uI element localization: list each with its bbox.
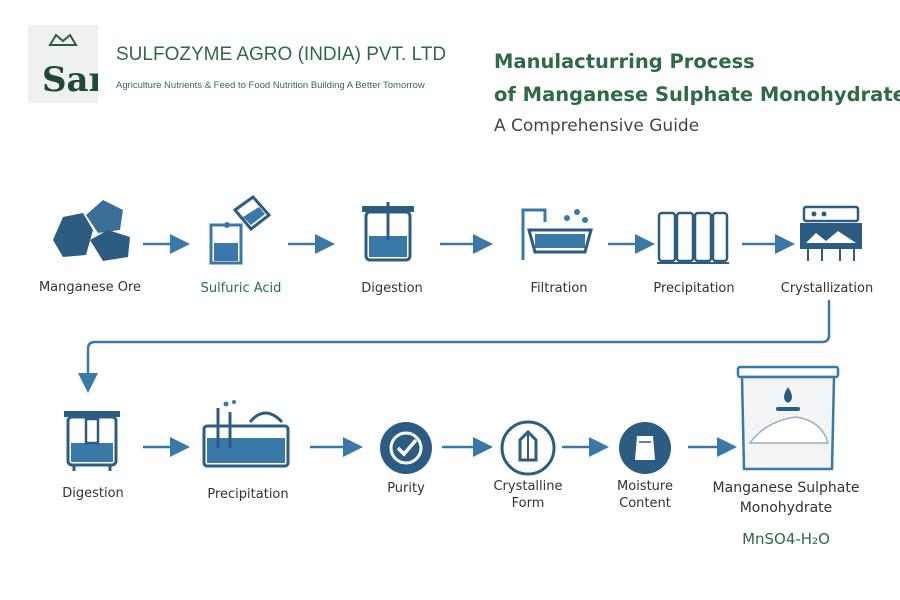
ore-icon: [53, 200, 130, 261]
svg-text:Sar: Sar: [42, 60, 98, 100]
company-name: SULFOZYME AGRO (INDIA) PVT. LTD: [116, 44, 447, 65]
crystal-icon: [500, 420, 556, 476]
step-label-digestion: Digestion: [361, 281, 423, 296]
company-tagline: Agriculture Nutrients & Feed to Food Nut…: [116, 80, 425, 91]
step-label-digestion-2: Digestion: [62, 486, 124, 501]
product-name-line-1: Manganese Sulphate: [712, 480, 860, 496]
filtration-icon: [521, 208, 593, 260]
step-label-precipitation: Precipitation: [653, 281, 735, 296]
step-label-manganese-ore: Manganese Ore: [38, 280, 142, 295]
precipitation-tanks-icon: [657, 211, 729, 264]
subtitle: A Comprehensive Guide: [494, 116, 700, 136]
row-connector-arrow: [78, 300, 831, 393]
digestion-tank-icon: [64, 411, 120, 471]
precipitation-tank-icon: [202, 400, 290, 468]
product-name-line-2: Monohydrate: [739, 500, 833, 516]
product-formula: MnSO4-H₂O: [742, 530, 830, 548]
step-label-purity: Purity: [387, 481, 425, 496]
check-badge-icon: [380, 422, 432, 474]
step-label-filtration: Filtration: [530, 281, 588, 296]
product-bag-icon: [736, 365, 840, 471]
acid-beaker-icon: [209, 195, 272, 265]
title-line-2: of Manganese Sulphate Monohydrate:: [494, 83, 900, 106]
step-label-precipitation-2: Precipitation: [207, 487, 289, 502]
title-line-1: Manulacturring Process: [494, 50, 755, 73]
step-label-moisture-content: Moisture Content: [617, 479, 673, 511]
step-label-crystallization: Crystallization: [780, 281, 874, 296]
digestion-tank-icon: [362, 202, 414, 262]
company-logo: Sar: [28, 25, 108, 103]
step-label-sulfuric-acid: Sulfuric Acid: [200, 281, 282, 296]
step-label-crystalline-form: Crystalline Form: [493, 479, 563, 511]
sack-icon: [619, 422, 671, 474]
crystallizer-icon: [800, 205, 862, 261]
